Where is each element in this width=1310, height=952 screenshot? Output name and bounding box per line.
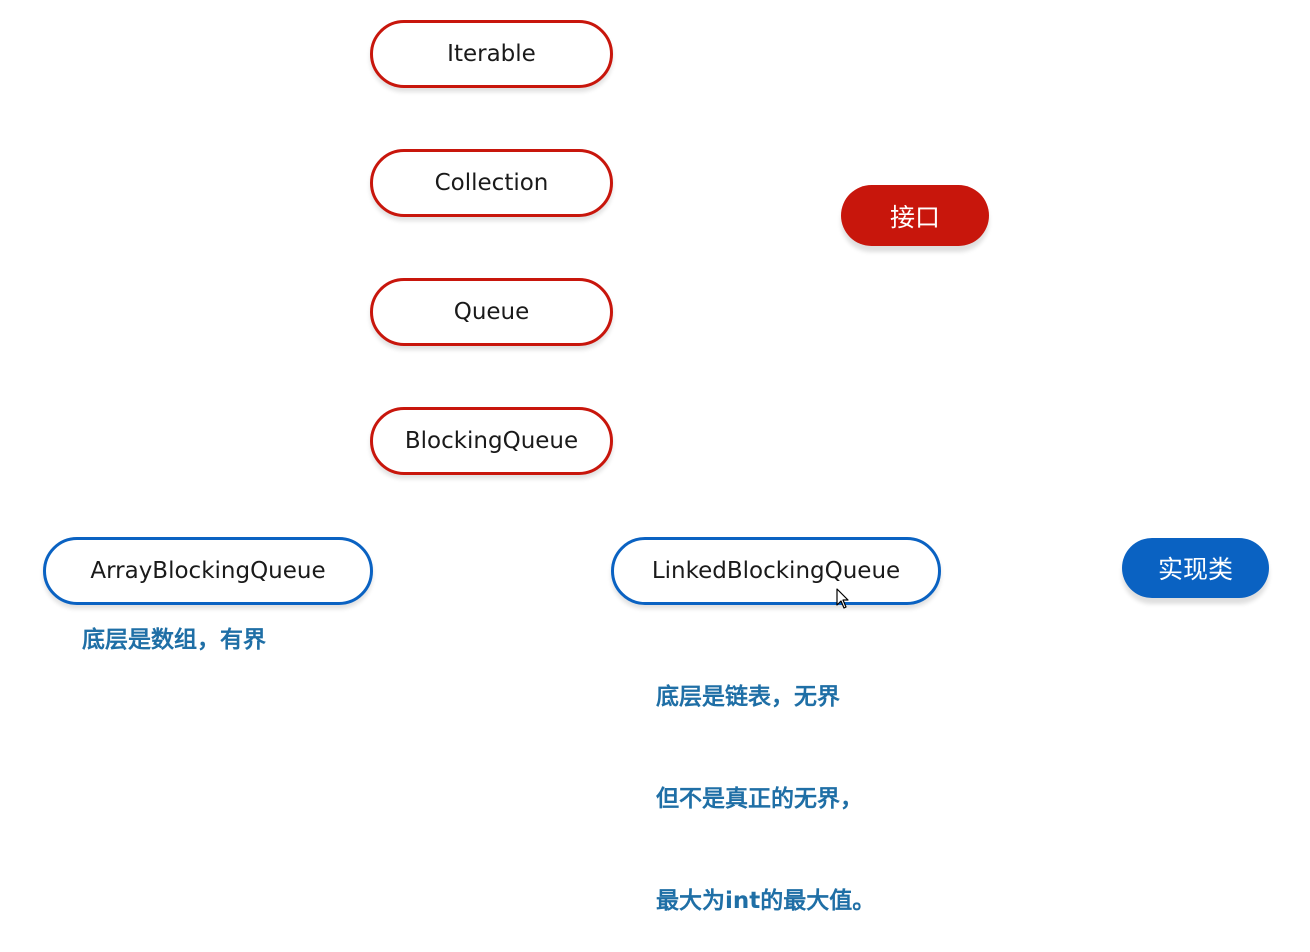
interface-legend-label: 接口 xyxy=(889,202,940,232)
interface-legend-tag: 接口 xyxy=(841,185,989,246)
array-blocking-queue-label: ArrayBlockingQueue xyxy=(90,558,326,584)
mouse-cursor-icon xyxy=(836,588,849,609)
queue-node: Queue xyxy=(370,278,613,346)
linked-note-line-3: 最大为int的最大值。 xyxy=(656,888,876,914)
collection-label: Collection xyxy=(434,170,549,196)
blocking-queue-node: BlockingQueue xyxy=(370,407,613,475)
implementation-legend-tag: 实现类 xyxy=(1122,538,1269,598)
array-blocking-queue-node: ArrayBlockingQueue xyxy=(43,537,373,605)
linked-note-line-2: 但不是真正的无界， xyxy=(656,786,863,812)
queue-label: Queue xyxy=(453,299,530,325)
implementation-legend-label: 实现类 xyxy=(1157,555,1233,584)
linked-note-line-1: 底层是链表，无界 xyxy=(656,684,840,710)
iterable-label: Iterable xyxy=(447,41,536,67)
blocking-queue-label: BlockingQueue xyxy=(404,428,579,454)
iterable-node: Iterable xyxy=(370,20,613,88)
collection-node: Collection xyxy=(370,149,613,217)
linked-blocking-queue-label: LinkedBlockingQueue xyxy=(651,558,901,584)
linked-note: 底层是链表，无界 但不是真正的无界， 最大为int的最大值。 xyxy=(656,612,875,952)
linked-blocking-queue-node: LinkedBlockingQueue xyxy=(611,537,941,605)
array-note: 底层是数组，有界 xyxy=(82,627,266,653)
